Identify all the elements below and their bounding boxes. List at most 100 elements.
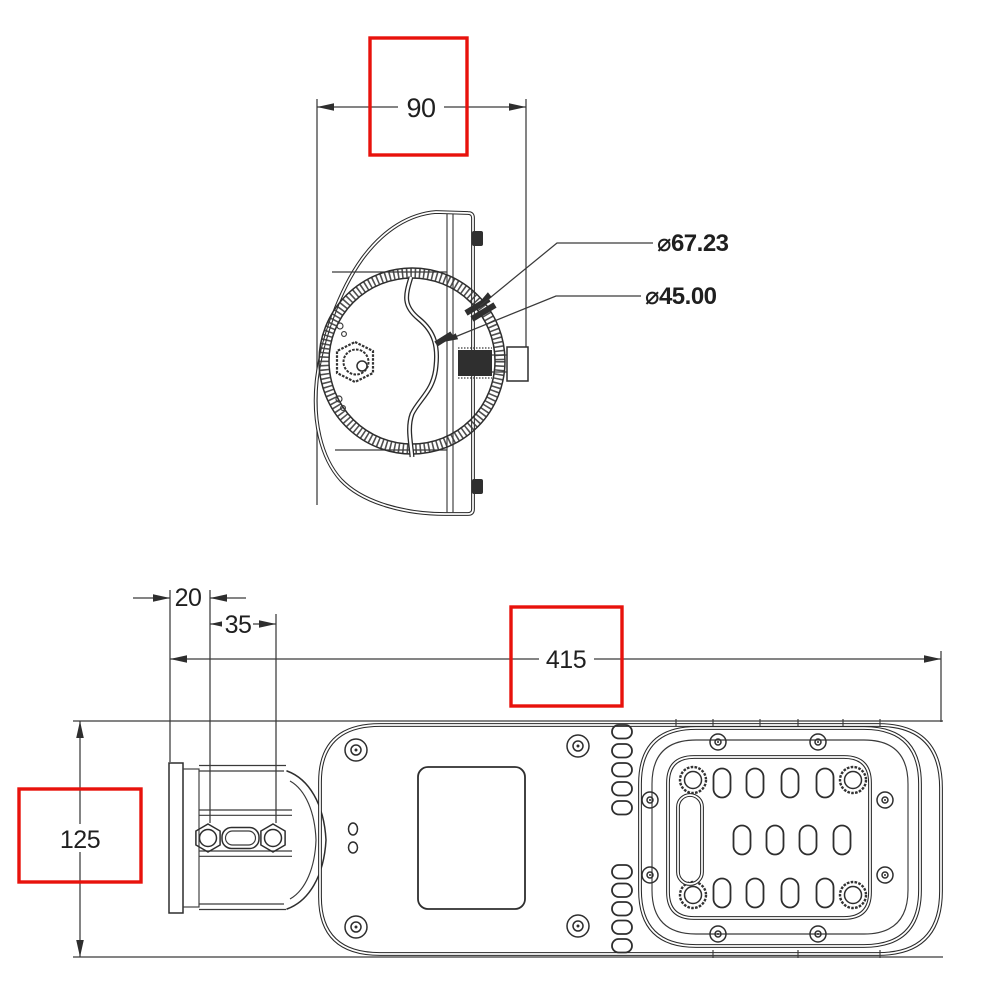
dimension-arrow	[259, 620, 276, 628]
label-backing	[57, 824, 104, 852]
small-slot	[347, 841, 359, 854]
edge-ticks-top	[675, 719, 881, 727]
vent-slots	[611, 724, 633, 954]
hex-head	[195, 823, 221, 853]
screw	[809, 925, 827, 943]
screw	[641, 791, 659, 809]
hex-inner-circle	[342, 348, 370, 376]
screw	[809, 733, 827, 751]
dim-35-label: 35	[225, 611, 252, 639]
housing-tab	[472, 479, 483, 494]
hex-head	[335, 340, 375, 384]
label-backing	[398, 91, 444, 121]
dim-35: 35	[210, 611, 277, 823]
ring-clip	[340, 405, 346, 411]
dimension-arrow	[924, 655, 941, 663]
highlight-box-125	[17, 787, 143, 884]
leader-45: ⌀45.00	[443, 283, 717, 342]
bolt-body	[458, 350, 492, 376]
screw	[876, 791, 894, 809]
dim-90-label: 90	[406, 93, 435, 123]
dimension-arrow	[170, 655, 187, 663]
arm-bar-top	[199, 809, 292, 816]
dim-45-label: ⌀45.00	[645, 283, 717, 310]
hex-bolt-end	[335, 340, 375, 384]
dimension-arrow	[76, 721, 84, 738]
screw	[344, 738, 368, 762]
clamp-bolt	[434, 296, 529, 382]
dimension-arrow	[153, 594, 170, 602]
dimension-arrow	[509, 103, 526, 111]
plan-view: 20 35 415 125	[17, 584, 943, 958]
edge-ticks-bottom	[712, 950, 881, 958]
dim-90: 90	[316, 36, 527, 505]
screw	[344, 915, 368, 939]
corner-screw	[838, 765, 868, 795]
bracket-slot	[221, 826, 260, 850]
screw	[876, 866, 894, 884]
mount-plate	[168, 762, 184, 914]
small-slot	[347, 822, 359, 836]
side-block	[506, 346, 529, 382]
clamp-tooth	[434, 331, 454, 347]
bolt-circle	[263, 828, 283, 848]
hex-pin	[356, 360, 368, 372]
dim-125: 125	[17, 721, 143, 957]
cable-slot	[676, 793, 704, 886]
screw	[709, 925, 727, 943]
leader-67: ⌀67.23	[478, 230, 729, 307]
label-backing	[539, 644, 594, 673]
clamp-tooth	[470, 302, 497, 322]
highlight-box-415	[509, 605, 624, 708]
hex-head	[260, 823, 286, 853]
screw	[566, 734, 590, 758]
dim-415: 415	[170, 605, 942, 722]
driver-cover	[417, 766, 526, 910]
screw	[641, 866, 659, 884]
corner-screw	[838, 880, 868, 910]
leader-line	[479, 242, 653, 307]
leader-arrow	[478, 292, 492, 304]
dim-20-label: 20	[175, 584, 202, 612]
flange-bottom	[199, 903, 286, 911]
highlight-box-90	[368, 36, 469, 157]
label-backing	[222, 611, 253, 636]
leader-arrow	[443, 333, 459, 342]
housing-screws	[344, 734, 590, 939]
bracket-bolt-left	[195, 823, 221, 853]
bell-outer	[286, 770, 327, 910]
bell-inner	[289, 780, 317, 900]
led-lenses	[712, 767, 852, 909]
bolt-circle	[198, 828, 218, 848]
dim-20: 20	[133, 584, 246, 823]
dim-415-label: 415	[546, 646, 586, 674]
dimension-arrow	[76, 940, 84, 957]
lens-corner-screws	[678, 765, 868, 910]
cable-slot	[677, 794, 703, 885]
mounting-bracket	[168, 762, 327, 914]
ring-clip	[335, 395, 343, 403]
side-block-link	[492, 354, 507, 373]
corner-screw	[678, 765, 708, 795]
dimension-arrow	[210, 594, 227, 602]
corner-screw	[678, 880, 708, 910]
frame-screws	[641, 733, 894, 943]
plan-housing	[318, 719, 943, 958]
bracket-slot-inner	[224, 830, 257, 846]
ring-clip	[336, 322, 344, 330]
screw	[709, 733, 727, 751]
arm-bar-bottom	[199, 850, 292, 857]
housing-tab	[472, 231, 483, 246]
dimension-arrow	[317, 103, 334, 111]
bolt-threads	[458, 347, 492, 379]
cable	[404, 276, 439, 458]
screw	[566, 914, 590, 938]
flange-top	[199, 764, 286, 772]
leader-line	[444, 295, 641, 342]
dim-125-label: 125	[60, 826, 100, 854]
end-view-housing	[313, 210, 483, 516]
end-view: 90	[313, 36, 729, 516]
ring-clip	[341, 331, 347, 337]
